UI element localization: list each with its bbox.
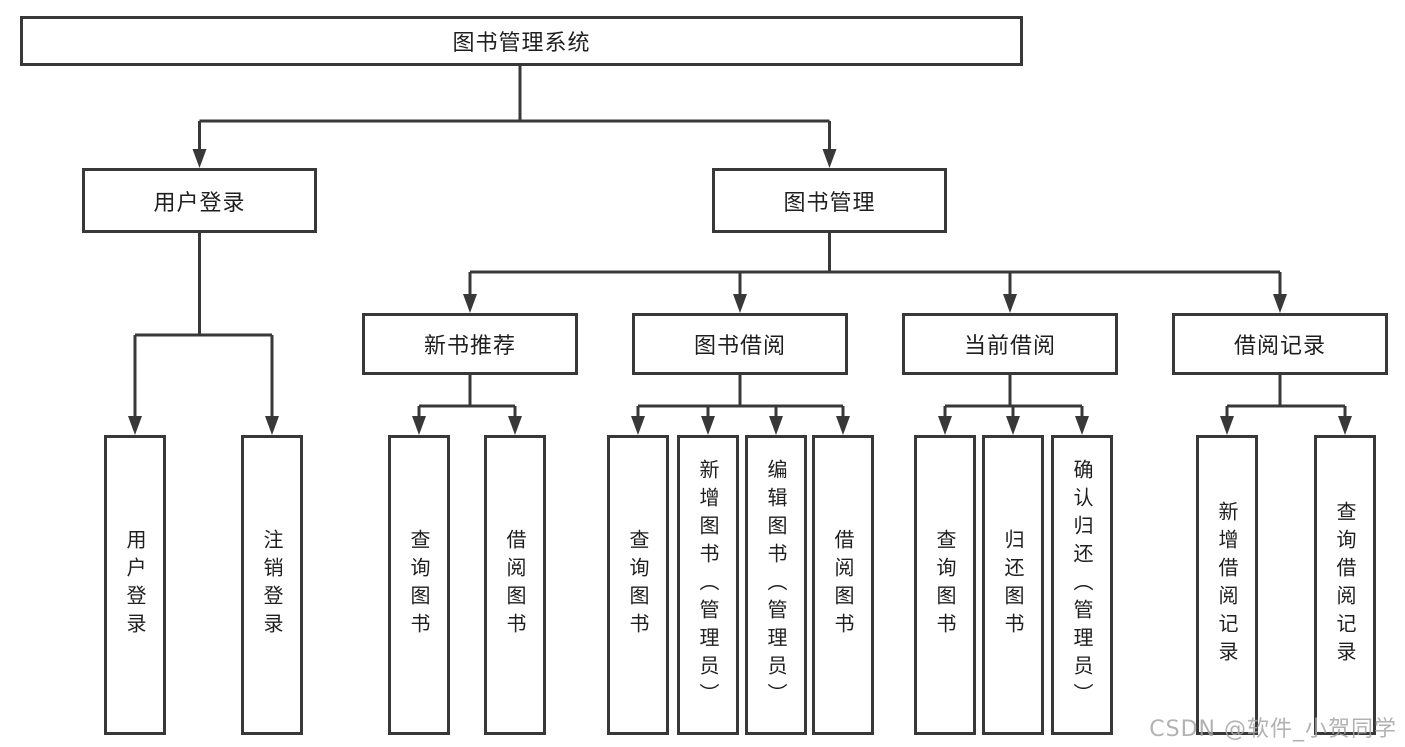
leaf-label: 编辑图书（管理员） — [764, 459, 788, 711]
node-label: 新书推荐 — [423, 334, 516, 359]
node-label: 图书管理 — [783, 190, 876, 216]
leaf-label: 新增借阅记录 — [1215, 501, 1239, 669]
leaf-add-book-admin: 新增图书（管理员） — [677, 435, 739, 735]
connector-bookmgmt-to-level3 — [468, 233, 1282, 297]
leaf-query-books-recommend: 查询图书 — [388, 435, 450, 735]
connector-borrowrecords-to-leaves — [1225, 375, 1347, 419]
node-new-book-recommend: 新书推荐 — [362, 313, 578, 375]
leaf-label: 确认归还（管理员） — [1070, 459, 1094, 711]
connector-userlogin-to-leaves — [133, 233, 274, 419]
leaf-return-book: 归还图书 — [982, 435, 1044, 735]
node-borrowing-records: 借阅记录 — [1172, 313, 1388, 375]
node-user-login: 用户登录 — [82, 168, 317, 233]
node-label: 当前借阅 — [963, 334, 1056, 359]
leaf-label: 查询图书 — [407, 529, 431, 641]
leaf-query-borrow-record: 查询借阅记录 — [1314, 435, 1376, 735]
leaf-borrow-books: 借阅图书 — [812, 435, 874, 735]
leaf-user-login: 用户登录 — [104, 435, 166, 735]
leaf-label: 查询图书 — [626, 529, 650, 641]
leaf-label: 注销登录 — [260, 529, 284, 641]
arrowheads — [128, 149, 1352, 435]
node-book-borrowing: 图书借阅 — [632, 313, 848, 375]
connector-bookborrow-to-leaves — [636, 375, 845, 419]
leaf-edit-book-admin: 编辑图书（管理员） — [745, 435, 807, 735]
leaf-confirm-return-admin: 确认归还（管理员） — [1051, 435, 1113, 735]
leaf-label: 查询图书 — [933, 529, 957, 641]
leaf-label: 查询借阅记录 — [1333, 501, 1357, 669]
leaf-label: 借阅图书 — [503, 529, 527, 641]
csdn-watermark: CSDN @软件_小贺同学 — [1149, 717, 1397, 742]
node-book-management: 图书管理 — [712, 168, 947, 233]
leaf-query-books-current: 查询图书 — [914, 435, 976, 735]
leaf-add-borrow-record: 新增借阅记录 — [1196, 435, 1258, 735]
node-label: 图书借阅 — [693, 334, 786, 359]
leaf-label: 借阅图书 — [831, 529, 855, 641]
leaf-label: 新增图书（管理员） — [696, 459, 720, 711]
node-label: 借阅记录 — [1233, 334, 1326, 359]
connector-newbook-to-leaves — [417, 375, 517, 419]
node-label: 图书管理系统 — [452, 31, 591, 56]
connector-root-to-level2 — [198, 66, 831, 152]
leaf-label: 用户登录 — [123, 529, 147, 641]
connector-currentborrow-to-leaves — [943, 375, 1084, 419]
node-label: 用户登录 — [153, 190, 246, 216]
leaf-label: 归还图书 — [1001, 529, 1025, 641]
leaf-logout: 注销登录 — [241, 435, 303, 735]
leaf-query-books-borrow: 查询图书 — [607, 435, 669, 735]
leaf-borrow-books-recommend: 借阅图书 — [484, 435, 546, 735]
node-current-borrowing: 当前借阅 — [902, 313, 1118, 375]
node-library-management-system: 图书管理系统 — [20, 16, 1023, 66]
